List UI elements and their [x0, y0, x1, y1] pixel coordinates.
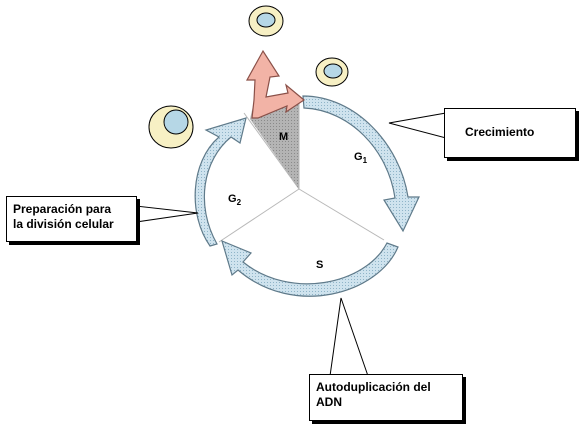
label-g2: G2 [228, 193, 242, 207]
divider-s-g2 [218, 188, 300, 243]
replication-callout-line-1: Autoduplicación del [316, 380, 431, 394]
daughter-cell-top [248, 5, 284, 37]
replication-callout-pointer [329, 297, 369, 377]
label-g1: G1 [354, 151, 368, 165]
growth-callout: Crecimiento [444, 108, 576, 158]
g2-phase-arrow [194, 117, 247, 247]
label-s: S [316, 259, 323, 271]
preparation-callout-line-1: Preparación para [13, 202, 112, 216]
g1-phase-arrow [302, 95, 420, 233]
growth-callout-text: Crecimiento [465, 125, 535, 139]
divider-m-g2 [243, 112, 300, 190]
replication-callout: Autoduplicación del ADN [309, 374, 463, 421]
preparation-callout: Preparación para la división celular [6, 196, 137, 242]
parent-cell-left [148, 105, 194, 149]
preparation-callout-pointer [135, 205, 199, 223]
s-phase-arrow [221, 239, 399, 297]
label-m: M [279, 131, 288, 143]
growth-callout-pointer [388, 112, 447, 139]
m-phase-sector [250, 103, 299, 189]
replication-callout-line-2: ADN [316, 395, 342, 409]
daughter-cell-right [315, 57, 349, 87]
divider-g1-s [298, 188, 385, 241]
division-arrow [245, 49, 306, 119]
preparation-callout-line-2: la división celular [13, 217, 114, 231]
